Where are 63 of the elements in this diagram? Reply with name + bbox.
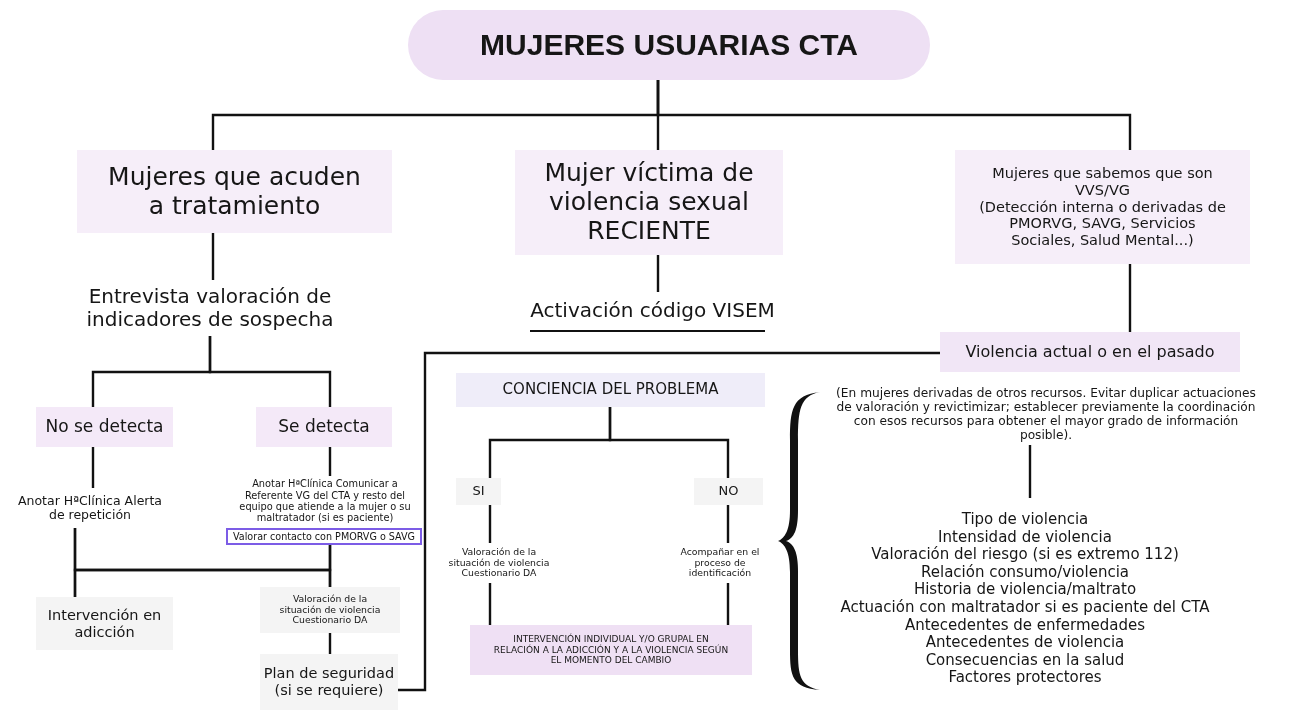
connector-line: [328, 545, 332, 587]
node-text: INTERVENCIÓN INDIVIDUAL Y/O GRUPAL EN RELACIÓN A LA ADICCIÓN Y A LA VIOLENCIA SEGÚN EL MOMENTO DEL CAMBIO: [492, 634, 730, 666]
node-text: No se detecta: [45, 417, 164, 437]
node-text: Intervención en adicción: [46, 606, 163, 641]
title: MUJERES USUARIAS CTA: [480, 27, 858, 63]
connector-line: [211, 233, 215, 280]
connector-line: [656, 255, 660, 292]
connector-line: [208, 336, 332, 407]
connector-line: [1128, 264, 1132, 332]
connector-line: [608, 407, 730, 478]
connector-line: [398, 351, 940, 692]
decision-box: [256, 407, 392, 447]
node-text: Mujeres que acuden a tratamiento: [107, 162, 362, 221]
decision-box: [36, 407, 173, 447]
node-text: Consecuencias en la salud: [925, 651, 1125, 670]
connector-line: [488, 583, 492, 625]
category-box: [955, 150, 1250, 264]
connector-line: [1028, 445, 1032, 498]
node-text: Actuación con maltratador si es paciente del CTA: [840, 599, 1210, 617]
node-text: Violencia actual o en el pasado: [965, 342, 1215, 362]
node-text: Mujeres que sabemos que son VVS/VG: [991, 165, 1214, 199]
node-text: Antecedentes de violencia: [925, 634, 1125, 652]
node-text: Mujer víctima de violencia sexual RECIENTE: [543, 159, 755, 246]
node-text: SI: [472, 484, 485, 499]
node-text: Valoración del riesgo (si es extremo 112): [871, 546, 1179, 564]
node-text: (En mujeres derivadas de otros recursos. Evitar duplicar actuaciones de valoración y revictimizar; establecer previamente la coordinación con esos recursos para obtener el mayor grado de información posible).: [835, 385, 1257, 443]
connector-line: [488, 505, 492, 543]
process-box: [940, 332, 1240, 372]
process-box: [36, 597, 173, 650]
answer-box: [456, 478, 501, 505]
category-box: [515, 150, 783, 255]
node-text: Valoración de la situación de violencia Cuestionario DA: [447, 546, 551, 580]
process-box: [260, 654, 398, 710]
node-text: Factores protectores: [948, 669, 1102, 687]
heading-box: [456, 373, 765, 407]
connector-line: [656, 80, 1132, 150]
node-text: Intensidad de violencia: [938, 528, 1112, 546]
process-box: [260, 587, 400, 633]
node-text: Relación consumo/violencia: [921, 563, 1129, 582]
node-text: Plan de seguridad (si se requiere): [262, 665, 396, 699]
node-text: Tipo de violencia: [961, 511, 1089, 529]
category-box: [77, 150, 392, 233]
node-text: NO: [718, 484, 739, 499]
node-text: Antecedentes de enfermedades: [904, 616, 1146, 635]
node-text: Entrevista valoración de indicadores de sospecha: [85, 285, 335, 331]
node-text: (Detección interna o derivadas de PMORVG, SAVG, Servicios Sociales, Salud Mental...): [978, 198, 1227, 249]
connector-line: [726, 505, 730, 543]
connector-line: [726, 583, 730, 625]
answer-box: [694, 478, 763, 505]
node-text: CONCIENCIA DEL PROBLEMA: [502, 381, 719, 399]
highlight-box: [226, 528, 422, 545]
node-text: Anotar HªClínica Alerta de repetición: [16, 493, 164, 523]
connector-line: [91, 447, 95, 488]
node-text: Acompañar en el proceso de identificación: [679, 546, 761, 580]
process-box: [470, 625, 752, 675]
node-text: Se detecta: [278, 417, 370, 437]
node-text: Anotar HªClínica Comunicar a Referente VG del CTA y resto del equipo que atiende a la mujer o su maltratador (si es paciente): [238, 478, 412, 524]
node-text: Valorar contacto con PMORVG o SAVG: [232, 531, 416, 542]
node-text: Activación código VISEM: [530, 298, 775, 322]
connector-line: [328, 447, 332, 476]
node-text: Historia de violencia/maltrato: [913, 581, 1137, 599]
node-text: Valoración de la situación de violencia Cuestionario DA: [278, 593, 382, 627]
connector-line: [328, 633, 332, 654]
